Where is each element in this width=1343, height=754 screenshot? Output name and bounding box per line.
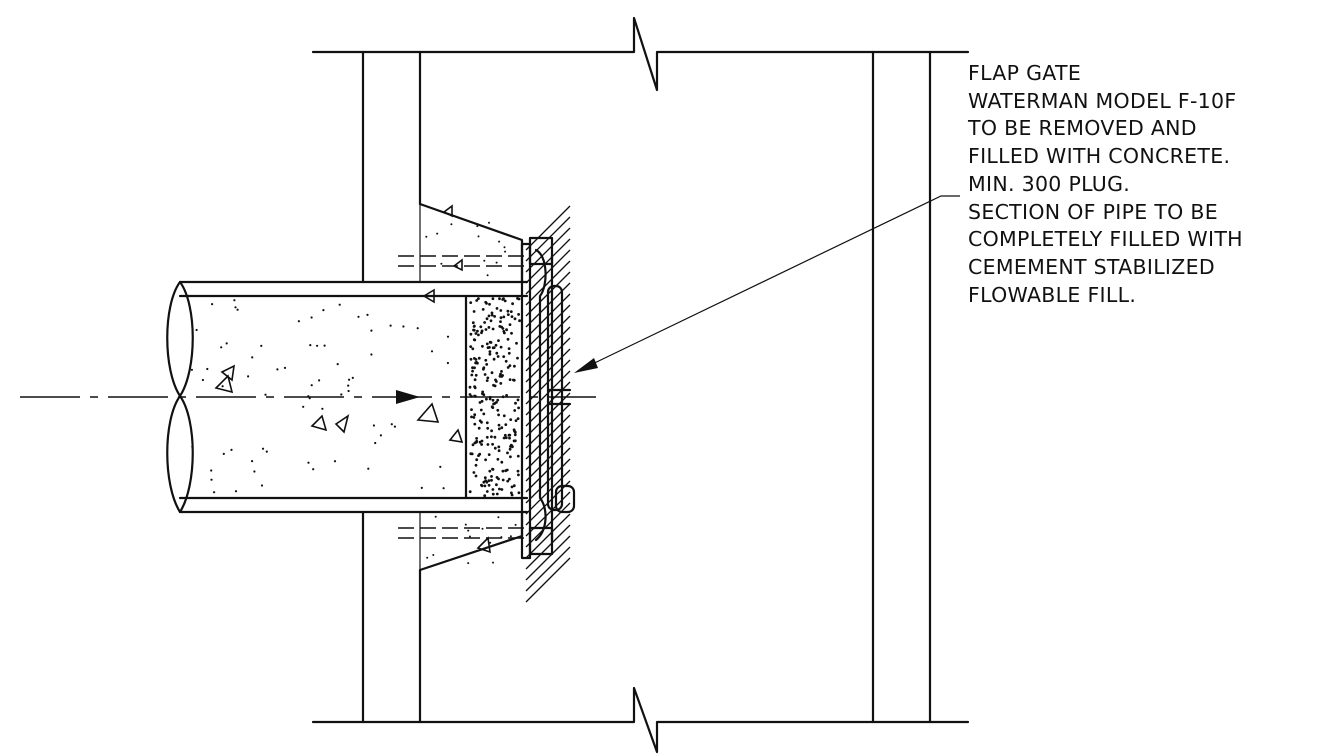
concrete-fill: [190, 221, 521, 565]
note-line: MIN. 300 PLUG.: [968, 171, 1131, 196]
right-wall: [871, 50, 932, 724]
note-line: FLOWABLE FILL.: [968, 282, 1137, 307]
note-line: TO BE REMOVED AND: [968, 116, 1197, 141]
note-line: FILLED WITH CONCRETE.: [968, 144, 1231, 169]
note-line: COMPLETELY FILLED WITH: [968, 227, 1243, 252]
leader-arrow: [574, 195, 960, 373]
concrete-collar-top: [418, 202, 524, 284]
centerline: [20, 390, 596, 404]
note-line: FLAP GATE: [968, 61, 1082, 85]
channel-top-edge: [311, 16, 970, 92]
note-line: SECTION OF PIPE TO BE: [968, 199, 1219, 224]
note-line: CEMEMENT STABILIZED: [968, 254, 1215, 279]
channel-bottom-edge: [311, 686, 970, 754]
aggregate-symbols: [214, 204, 491, 554]
pipe: [166, 280, 529, 514]
note-line: WATERMAN MODEL F-10F: [968, 88, 1237, 113]
flap-gate-note: FLAP GATE WATERMAN MODEL F-10F TO BE REM…: [968, 60, 1243, 309]
concrete-collar-bottom: [418, 510, 524, 572]
left-wall: [361, 50, 422, 724]
gate-hatching: [525, 205, 571, 603]
